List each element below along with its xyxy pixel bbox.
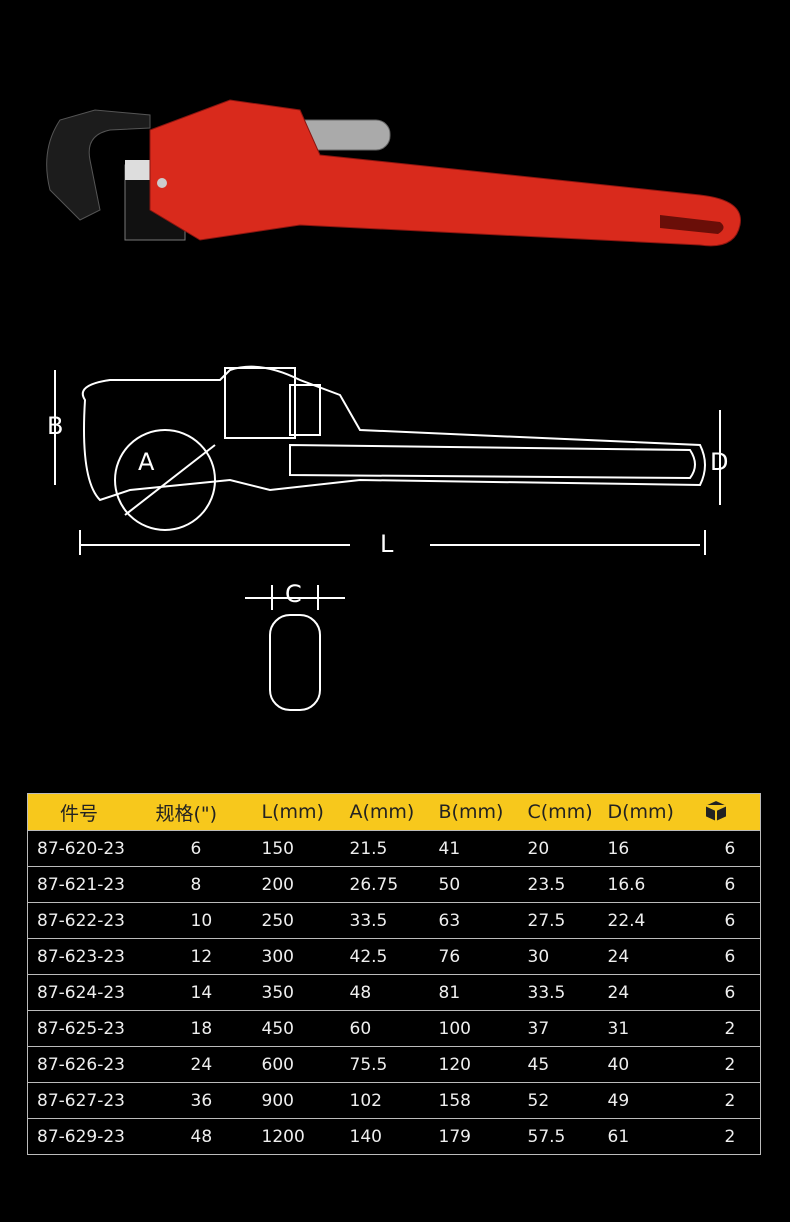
cell-c: 45 [527,1046,608,1083]
cell-c: 27.5 [527,902,608,939]
cell-b: 81 [438,974,528,1011]
cell-d: 49 [607,1082,703,1119]
cell-package-qty: 6 [702,902,761,939]
cell-part-no: 87-624-23 [27,974,156,1011]
cell-package-qty: 6 [702,938,761,975]
cell-d: 16.6 [607,866,703,903]
header-b: B(mm) [438,793,528,831]
cell-size: 6 [155,830,262,867]
cell-l: 300 [261,938,350,975]
cell-size: 14 [155,974,262,1011]
cell-d: 16 [607,830,703,867]
cell-package-qty: 2 [702,1010,761,1047]
table-header-row: 件号 规格(") L(mm) A(mm) B(mm) C(mm) D(mm) [27,793,761,831]
cell-package-qty: 6 [702,866,761,903]
cell-a: 60 [349,1010,439,1047]
cell-size: 18 [155,1010,262,1047]
header-d: D(mm) [607,793,703,831]
cell-part-no: 87-621-23 [27,866,156,903]
dimension-label-a: A [138,448,155,476]
dimension-diagram [54,365,721,711]
cell-size: 48 [155,1118,262,1155]
cell-b: 100 [438,1010,528,1047]
dimension-label-b: B [47,412,64,440]
cell-part-no: 87-627-23 [27,1082,156,1119]
cell-a: 26.75 [349,866,439,903]
cell-part-no: 87-623-23 [27,938,156,975]
cell-d: 40 [607,1046,703,1083]
header-c: C(mm) [527,793,608,831]
header-size: 规格(") [155,793,262,831]
cell-b: 41 [438,830,528,867]
cell-part-no: 87-625-23 [27,1010,156,1047]
cell-d: 24 [607,938,703,975]
header-a: A(mm) [349,793,439,831]
header-package [702,793,761,831]
cell-a: 33.5 [349,902,439,939]
cell-c: 20 [527,830,608,867]
cell-a: 21.5 [349,830,439,867]
cell-c: 52 [527,1082,608,1119]
cell-package-qty: 2 [702,1046,761,1083]
cell-package-qty: 2 [702,1082,761,1119]
cell-a: 140 [349,1118,439,1155]
cell-part-no: 87-626-23 [27,1046,156,1083]
cell-package-qty: 6 [702,830,761,867]
cell-c: 33.5 [527,974,608,1011]
cell-part-no: 87-629-23 [27,1118,156,1155]
cell-package-qty: 2 [702,1118,761,1155]
cell-a: 48 [349,974,439,1011]
cell-l: 900 [261,1082,350,1119]
cell-d: 61 [607,1118,703,1155]
cell-a: 102 [349,1082,439,1119]
cell-l: 1200 [261,1118,350,1155]
cell-size: 36 [155,1082,262,1119]
cell-d: 31 [607,1010,703,1047]
cell-b: 76 [438,938,528,975]
cell-d: 22.4 [607,902,703,939]
cell-size: 10 [155,902,262,939]
dimension-label-l: L [380,530,394,558]
cell-size: 24 [155,1046,262,1083]
cell-l: 150 [261,830,350,867]
header-l: L(mm) [261,793,350,831]
cell-b: 179 [438,1118,528,1155]
cell-a: 42.5 [349,938,439,975]
cell-d: 24 [607,974,703,1011]
cell-c: 23.5 [527,866,608,903]
cell-size: 12 [155,938,262,975]
cell-c: 57.5 [527,1118,608,1155]
cell-part-no: 87-622-23 [27,902,156,939]
cell-package-qty: 6 [702,974,761,1011]
cell-c: 37 [527,1010,608,1047]
cell-b: 50 [438,866,528,903]
cell-b: 63 [438,902,528,939]
cell-l: 450 [261,1010,350,1047]
package-box-icon [703,798,728,823]
cell-b: 120 [438,1046,528,1083]
cell-l: 250 [261,902,350,939]
pipe-wrench-image [46,99,741,247]
cell-size: 8 [155,866,262,903]
cell-part-no: 87-620-23 [27,830,156,867]
cell-c: 30 [527,938,608,975]
cell-b: 158 [438,1082,528,1119]
dimension-label-d: D [710,448,729,476]
header-part-no: 件号 [27,793,156,831]
spec-table: 件号 规格(") L(mm) A(mm) B(mm) C(mm) D(mm) 8… [27,793,761,1155]
cell-l: 600 [261,1046,350,1083]
cell-l: 350 [261,974,350,1011]
dimension-label-c: C [285,580,302,608]
cell-a: 75.5 [349,1046,439,1083]
cell-l: 200 [261,866,350,903]
